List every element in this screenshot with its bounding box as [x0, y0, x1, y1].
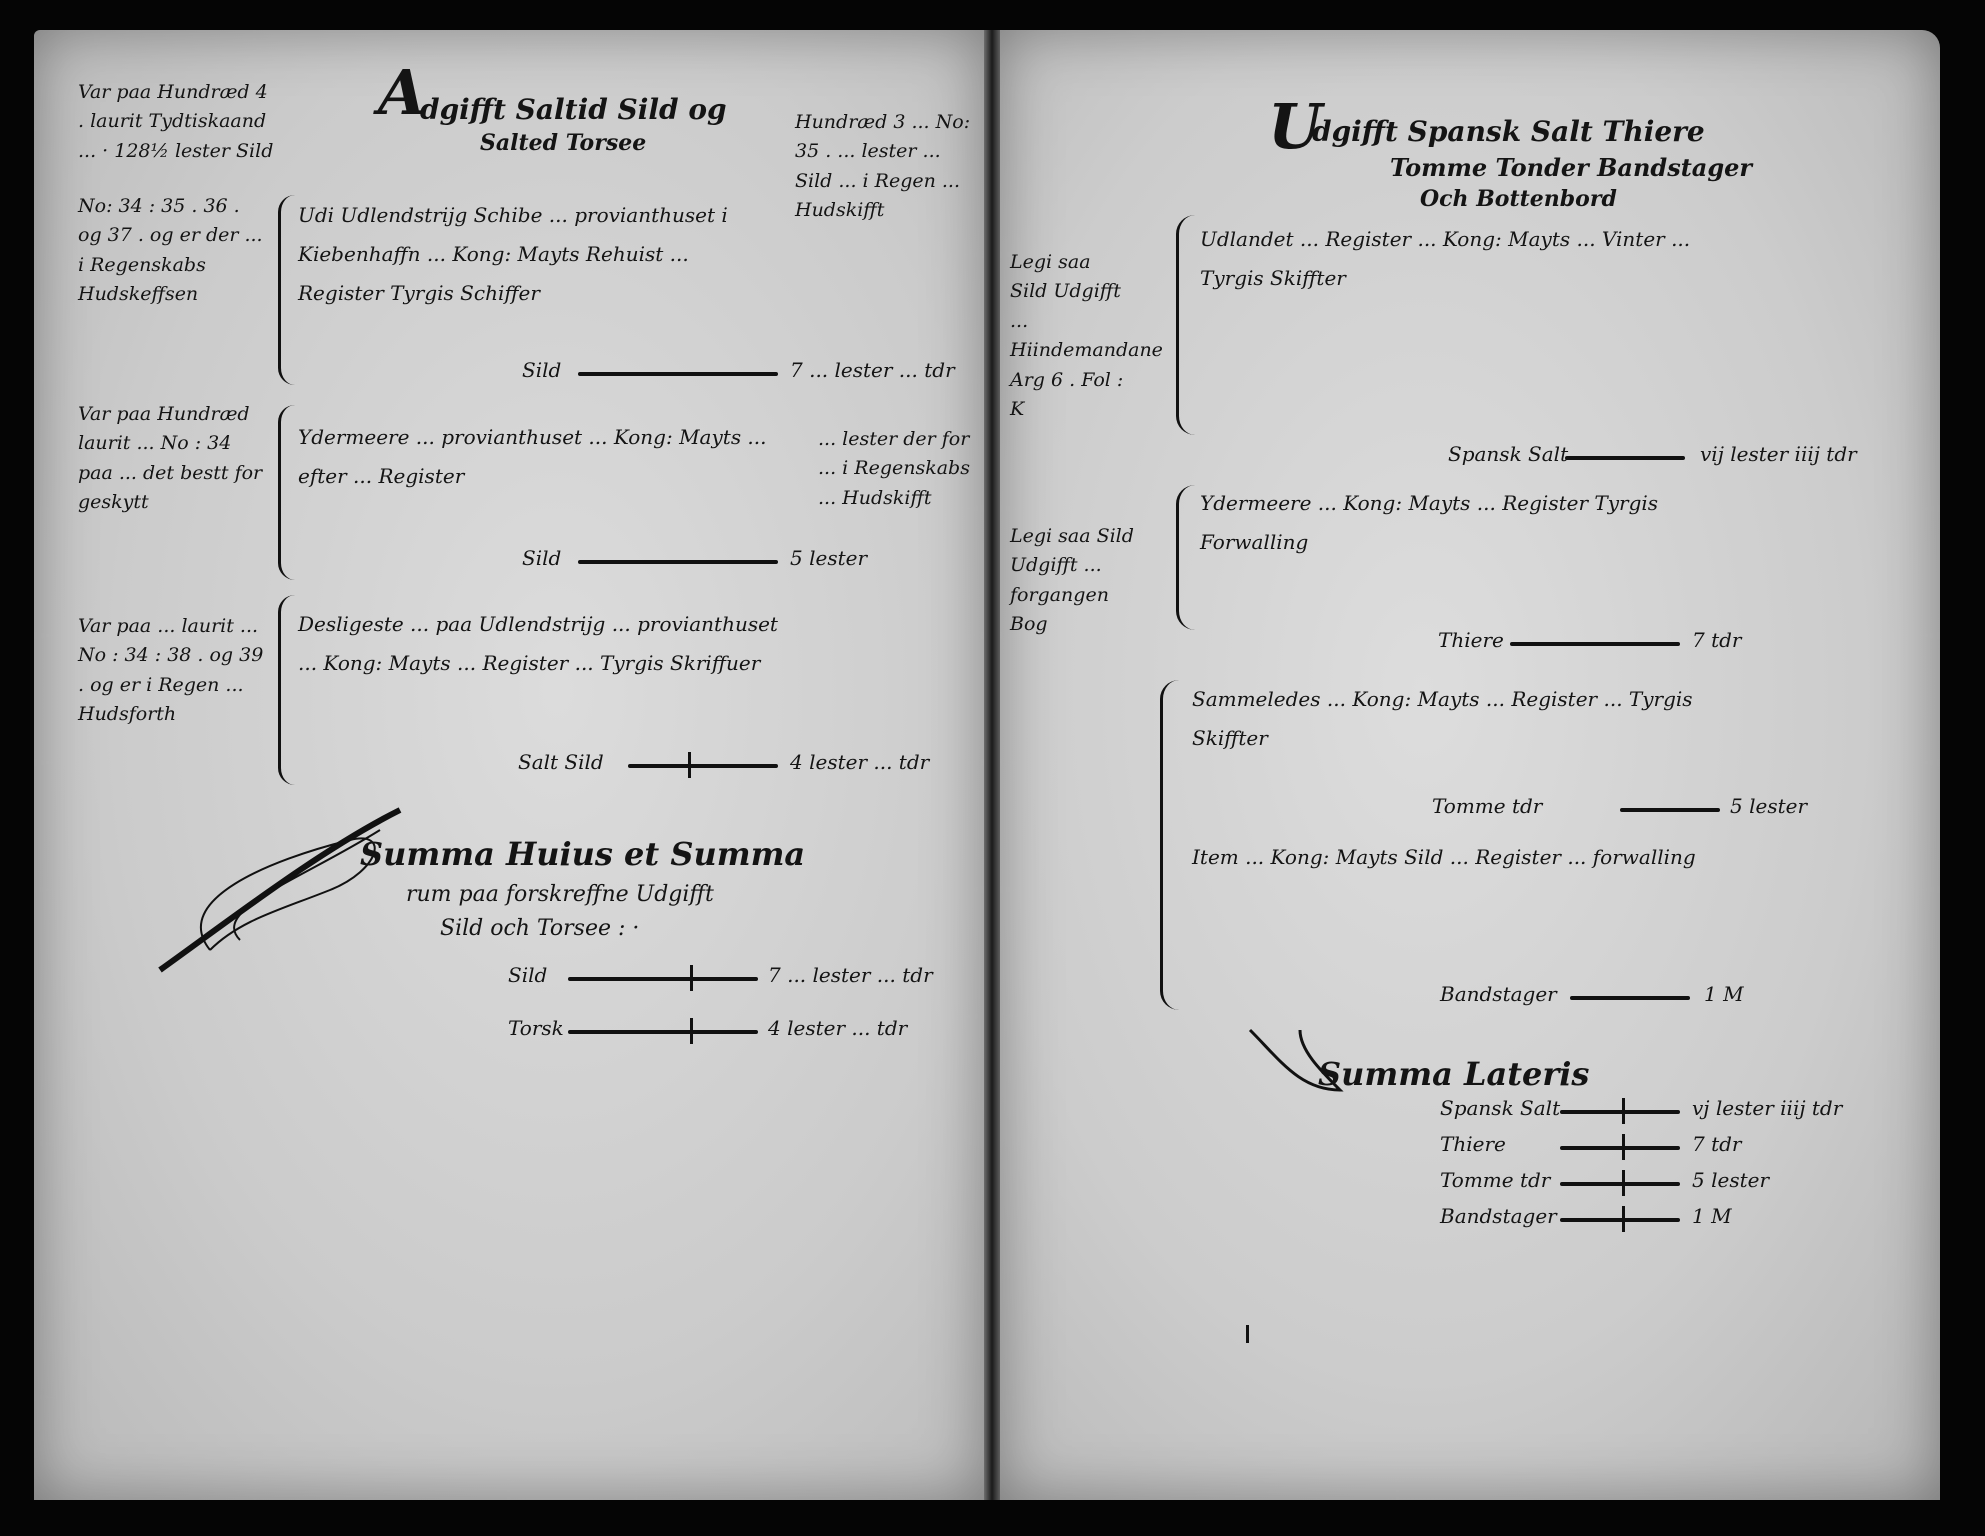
margin-brace: [1176, 485, 1195, 630]
right-entry-2-text: Ydermeere ... Kong: Mayts ... Register T…: [1200, 491, 1659, 554]
left-summa-row-1-item: Sild: [508, 963, 548, 987]
entry-line: [1620, 808, 1720, 812]
summa-line: [568, 977, 758, 981]
right-summa-row-4-item: Bandstager: [1440, 1204, 1557, 1228]
ink-mark: [1246, 1325, 1249, 1343]
right-summa-row-2-amount: 7 tdr: [1692, 1132, 1742, 1156]
summa-tick: [1622, 1134, 1625, 1160]
summa-line: [1560, 1182, 1680, 1186]
summa-line: [1560, 1218, 1680, 1222]
left-summa-line3: Sild och Torsee : ·: [440, 916, 640, 941]
summa-line: [568, 1030, 758, 1034]
summa-tick: [690, 1018, 693, 1044]
summa-tick: [690, 965, 693, 991]
left-heading-initial: A: [378, 56, 427, 129]
pen-flourish: [1248, 1028, 1344, 1092]
entry-tick: [688, 752, 691, 778]
right-summa-row-1-item: Spansk Salt: [1440, 1096, 1561, 1120]
right-entry-4-text: Item ... Kong: Mayts Sild ... Register .…: [1192, 845, 1696, 869]
right-entry-1-amount: vij lester iiij tdr: [1700, 442, 1857, 466]
right-summa-head: Summa Lateris: [1318, 1055, 1590, 1093]
right-summa-row-3-item: Tomme tdr: [1440, 1168, 1551, 1192]
left-entry-1-text: Udi Udlendstrijg Schibe ... provianthuse…: [298, 203, 728, 305]
summa-tick: [1622, 1206, 1625, 1232]
summa-tick: [1622, 1170, 1625, 1196]
right-entry-4-item: Bandstager: [1440, 982, 1557, 1006]
left-right-note-2: ... lester der for ... i Regenskabs ... …: [818, 428, 970, 509]
left-right-note-1: Hundræd 3 ... No: 35 . ... lester ... Si…: [795, 111, 971, 222]
right-summa-row-4-amount: 1 M: [1692, 1204, 1732, 1228]
margin-brace: [1176, 215, 1195, 435]
left-entry-2-item: Sild: [522, 546, 562, 570]
left-entry-3-amount: 4 lester ... tdr: [790, 750, 930, 774]
book-gutter: [984, 30, 1000, 1500]
summa-line: [1560, 1110, 1680, 1114]
left-margin-note-4: Var paa ... laurit ... No : 34 : 38 . og…: [78, 615, 264, 726]
left-margin-note-1: Var paa Hundræd 4 . laurit Tydtiskaand .…: [78, 81, 274, 162]
right-entry-1-text: Udlandet ... Register ... Kong: Mayts ..…: [1200, 227, 1691, 290]
left-entry-1-amount: 7 ... lester ... tdr: [790, 358, 955, 382]
margin-brace: [1160, 680, 1179, 1010]
right-entry-2-amount: 7 tdr: [1692, 628, 1742, 652]
left-entry-2-text: Ydermeere ... provianthuset ... Kong: Ma…: [298, 425, 767, 488]
left-margin-note-3: Var paa Hundræd laurit ... No : 34 paa .…: [78, 403, 263, 514]
margin-brace: [278, 595, 295, 785]
right-entry-4-amount: 1 M: [1704, 982, 1744, 1006]
right-summa-row-3-amount: 5 lester: [1692, 1168, 1770, 1192]
right-entry-3-amount: 5 lester: [1730, 794, 1808, 818]
entry-line: [578, 372, 778, 376]
right-entry-2-item: Thiere: [1438, 628, 1504, 652]
left-summa-line1: Summa Huius et Summa: [360, 835, 806, 873]
left-summa-row-1-amount: 7 ... lester ... tdr: [768, 963, 933, 987]
left-page: [34, 30, 984, 1500]
left-summa-row-2-amount: 4 lester ... tdr: [768, 1016, 908, 1040]
margin-brace: [278, 405, 295, 580]
right-heading-line2: Tomme Tonder Bandstager: [1390, 153, 1753, 182]
summa-line: [1560, 1146, 1680, 1150]
right-entry-3-text: Sammeledes ... Kong: Mayts ... Register …: [1192, 687, 1693, 750]
left-entry-3-text: Desligeste ... paa Udlendstrijg ... prov…: [298, 612, 778, 675]
entry-line: [1570, 996, 1690, 1000]
left-entry-3-item: Salt Sild: [518, 750, 604, 774]
right-heading-line1: dgifft Spansk Salt Thiere: [1312, 115, 1705, 148]
right-page: [1000, 30, 1940, 1500]
right-summa-row-1-amount: vj lester iiij tdr: [1692, 1096, 1843, 1120]
margin-brace: [278, 195, 295, 385]
left-entry-2-amount: 5 lester: [790, 546, 868, 570]
right-heading-line3: Och Bottenbord: [1420, 186, 1617, 212]
summa-tick: [1622, 1098, 1625, 1124]
left-heading-line2: Salted Torsee: [480, 130, 647, 156]
left-heading-line1: dgifft Saltid Sild og: [420, 93, 727, 126]
right-entry-3-item: Tomme tdr: [1432, 794, 1543, 818]
right-heading-initial: U: [1268, 90, 1323, 163]
entry-line: [578, 560, 778, 564]
left-margin-note-2: No: 34 : 35 . 36 . og 37 . og er der ...…: [78, 195, 263, 306]
right-summa-row-2-item: Thiere: [1440, 1132, 1506, 1156]
right-margin-note-1: Legi saa Sild Udgifft ... Hiindemandane …: [1010, 251, 1163, 421]
left-summa-row-2-item: Torsk: [508, 1016, 564, 1040]
right-margin-note-2: Legi saa Sild Udgifft ... forgangen Bog: [1010, 525, 1134, 636]
left-entry-1-item: Sild: [522, 358, 562, 382]
pen-flourish: [158, 807, 402, 973]
entry-line: [1510, 642, 1680, 646]
left-summa-line2: rum paa forskreffne Udgifft: [406, 882, 714, 907]
entry-line: [628, 764, 778, 768]
right-entry-1-item: Spansk Salt: [1448, 442, 1569, 466]
entry-line: [1565, 456, 1685, 460]
